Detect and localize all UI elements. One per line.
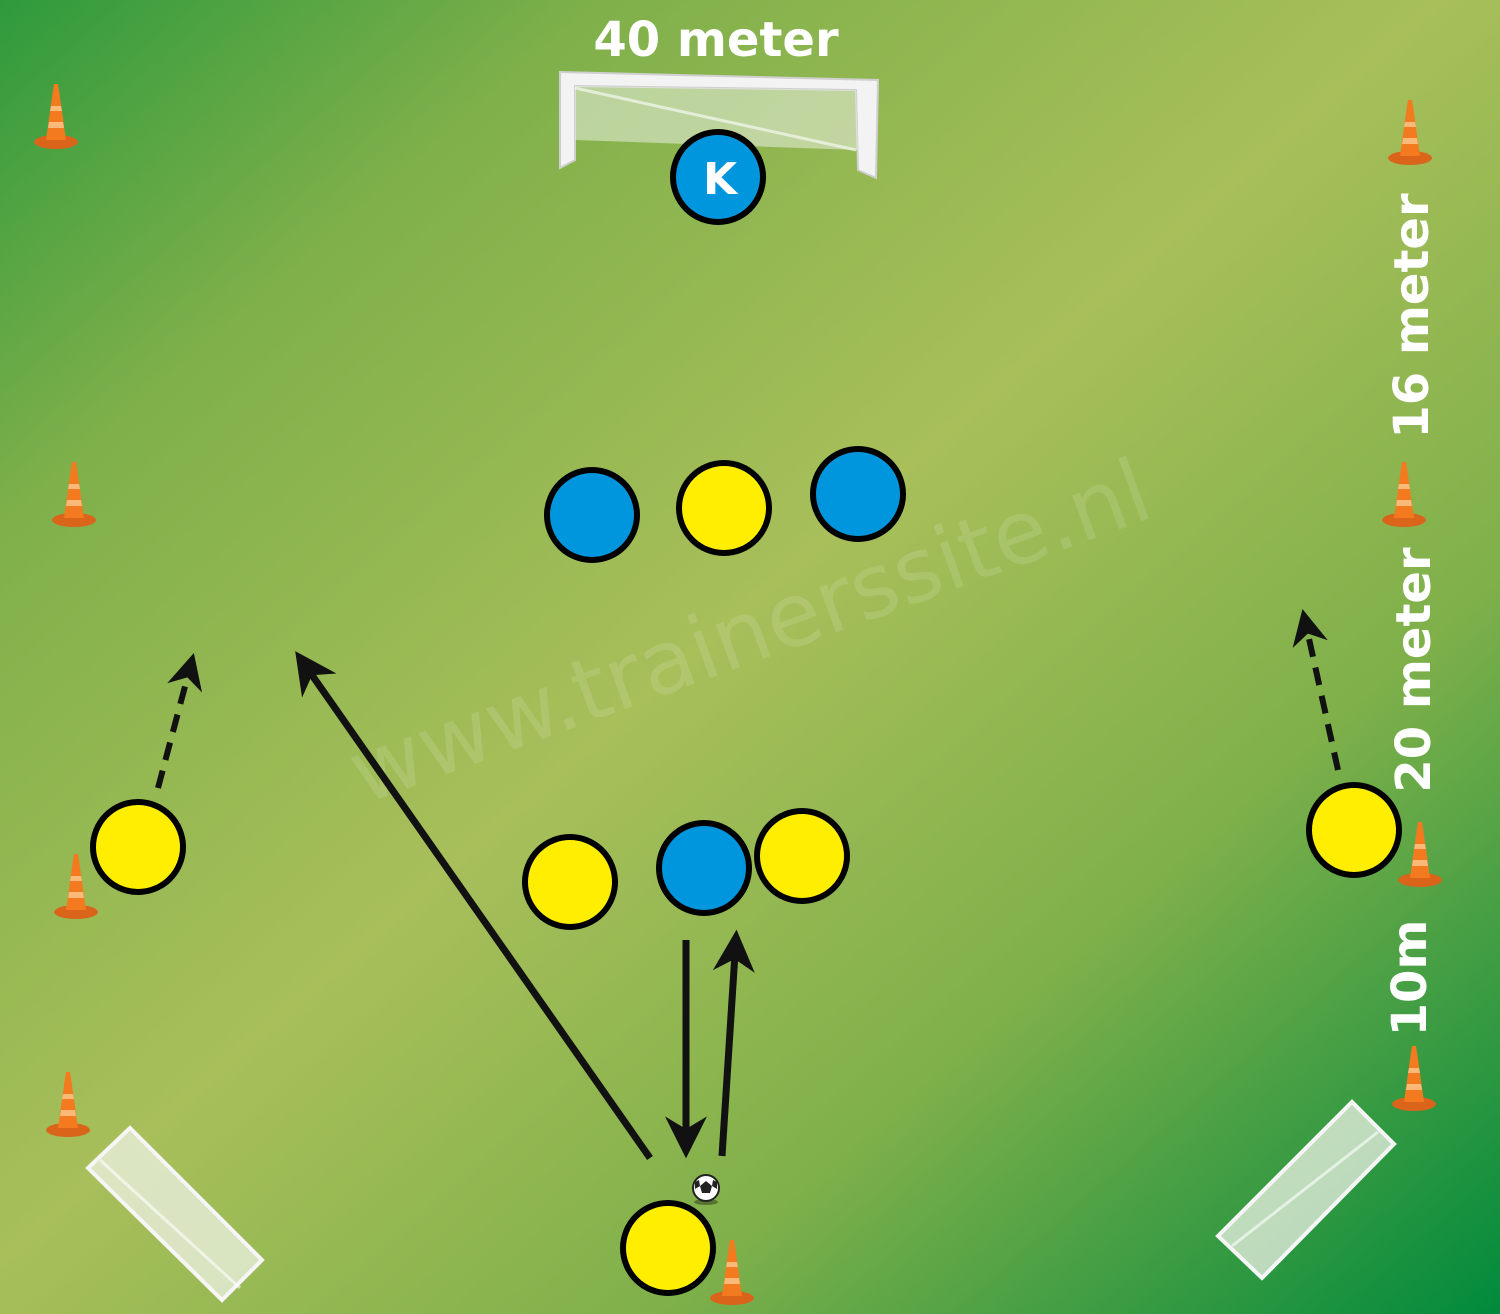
yellow-player	[620, 1200, 716, 1296]
run-arrow	[1292, 608, 1341, 771]
pass-arrow	[712, 929, 755, 1157]
yellow-player	[522, 834, 618, 930]
run-arrow	[155, 653, 203, 789]
depth-label-20: 20 meter	[1386, 547, 1442, 793]
ball-icon	[692, 1174, 720, 1205]
blue-player	[544, 467, 640, 563]
pass-arrow	[295, 651, 653, 1161]
width-label: 40 meter	[593, 12, 839, 68]
yellow-player	[754, 808, 850, 904]
yellow-player	[90, 799, 186, 895]
yellow-player	[676, 460, 772, 556]
bottom-left-goal-icon	[85, 1125, 265, 1303]
bottom-right-goal-icon	[1215, 1099, 1397, 1281]
blue-player	[810, 446, 906, 542]
keeper-player	[670, 129, 766, 225]
yellow-player	[1306, 782, 1402, 878]
depth-label-10: 10m	[1382, 920, 1438, 1037]
depth-label-16: 16 meter	[1384, 193, 1440, 439]
top-goal-icon	[559, 70, 880, 180]
keeper-label: K	[703, 154, 739, 205]
blue-player	[656, 820, 752, 916]
